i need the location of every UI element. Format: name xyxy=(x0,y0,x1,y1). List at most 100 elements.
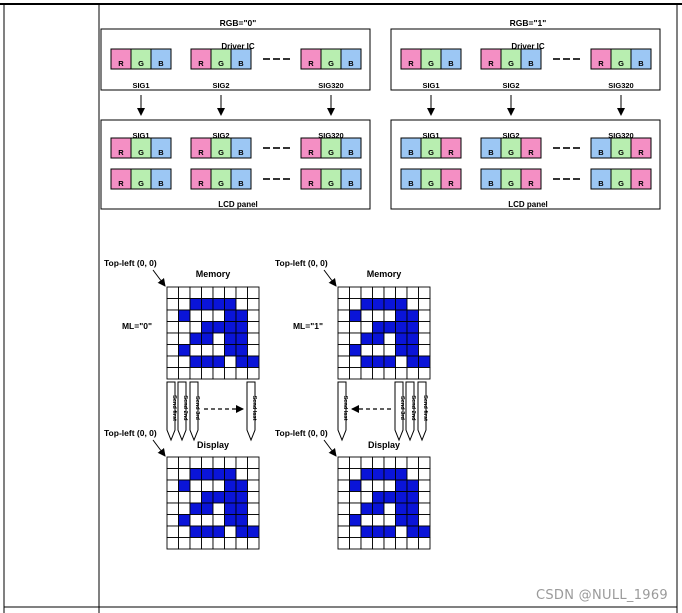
ml-label: ML="1" xyxy=(293,321,323,331)
subpixel-label: B xyxy=(158,148,164,157)
pixel-cell xyxy=(201,355,214,368)
subpixel-label: G xyxy=(508,148,514,157)
pixel-cell xyxy=(178,456,191,469)
pixel-cell xyxy=(406,367,419,380)
subpixel-label: B xyxy=(238,59,244,68)
pixel-cell xyxy=(418,537,431,550)
send-bar: Send first xyxy=(166,381,177,442)
pixel-cell xyxy=(372,286,385,299)
watermark: CSDN @NULL_1969 xyxy=(535,588,668,603)
pixel-cell xyxy=(247,502,260,515)
pixel-cell xyxy=(201,309,214,322)
pixel-cell xyxy=(406,479,419,492)
pixel-cell xyxy=(406,286,419,299)
pixel-cell xyxy=(235,344,248,357)
send-bar-label: Send first xyxy=(171,395,177,421)
subpixel-label: B xyxy=(238,148,244,157)
pixel-cell xyxy=(360,468,373,481)
pixel-cell xyxy=(166,502,179,515)
pixel-cell xyxy=(247,479,260,492)
pixel-cell xyxy=(224,502,237,515)
subpixel-label: B xyxy=(598,148,604,157)
subpixel-label: G xyxy=(428,59,434,68)
pixel-cell xyxy=(383,491,396,504)
sig-label: SIG2 xyxy=(502,81,519,90)
pixel-cell xyxy=(349,286,362,299)
send-bar: Send last xyxy=(337,381,348,442)
sig-label: SIG1 xyxy=(422,81,439,90)
pixel-cell xyxy=(224,332,237,345)
pixel-cell xyxy=(201,479,214,492)
pixel-cell xyxy=(189,456,202,469)
pixel-cell xyxy=(395,537,408,550)
pixel-cell xyxy=(372,514,385,527)
subpixel-label: B xyxy=(598,179,604,188)
memory-title: Memory xyxy=(196,269,231,279)
pixel-cell xyxy=(178,298,191,311)
pixel-cell xyxy=(418,525,431,538)
pixel-cell xyxy=(166,514,179,527)
sig-label: SIG320 xyxy=(608,131,633,140)
pixel-cell xyxy=(383,344,396,357)
pixel-cell xyxy=(201,491,214,504)
pixel-cell xyxy=(247,537,260,550)
subpixel-label: G xyxy=(428,148,434,157)
pixel-cell xyxy=(189,491,202,504)
pixel-cell xyxy=(224,344,237,357)
driver-ic-box xyxy=(100,28,371,91)
pixel-cell xyxy=(372,332,385,345)
corner-arrow xyxy=(323,439,337,457)
pixel-cell xyxy=(201,286,214,299)
subpixel-cell xyxy=(340,48,362,70)
send-bar-label: Send last xyxy=(251,396,257,421)
sig-label: SIG2 xyxy=(502,131,519,140)
pixel-cell xyxy=(360,298,373,311)
pixel-cell xyxy=(212,367,225,380)
display-grid xyxy=(337,456,431,550)
pixel-cell xyxy=(166,479,179,492)
subpixel-label: G xyxy=(328,59,334,68)
pixel-cell xyxy=(235,514,248,527)
pixel-cell xyxy=(235,309,248,322)
pixel-cell xyxy=(212,468,225,481)
corner-arrow xyxy=(323,269,337,287)
pixel-cell xyxy=(201,367,214,380)
subpixel-label: B xyxy=(348,179,354,188)
pixel-cell xyxy=(224,298,237,311)
pixel-cell xyxy=(201,298,214,311)
subpixel-label: B xyxy=(158,179,164,188)
pixel-cell xyxy=(178,479,191,492)
pixel-cell xyxy=(383,525,396,538)
pixel-cell xyxy=(418,456,431,469)
subpixel-cell xyxy=(630,168,652,190)
pixel-cell xyxy=(360,344,373,357)
sig-label: SIG1 xyxy=(422,131,439,140)
subpixel-label: R xyxy=(598,59,604,68)
pixel-cell xyxy=(166,309,179,322)
subpixel-label: R xyxy=(198,148,204,157)
pixel-cell xyxy=(189,537,202,550)
pixel-cell xyxy=(235,298,248,311)
pixel-cell xyxy=(212,479,225,492)
send-bar-label: Send 3rd xyxy=(194,396,200,421)
corner-arrow xyxy=(152,269,166,287)
subpixel-label: R xyxy=(408,59,414,68)
pixel-cell xyxy=(178,309,191,322)
pixel-cell xyxy=(349,355,362,368)
pixel-cell xyxy=(418,355,431,368)
pixel-cell xyxy=(383,367,396,380)
pixel-cell xyxy=(337,344,350,357)
subpixel-label: B xyxy=(348,59,354,68)
pixel-cell xyxy=(212,332,225,345)
pixel-cell xyxy=(212,298,225,311)
pixel-cell xyxy=(247,525,260,538)
memory-corner-label: Top-left (0, 0) xyxy=(104,258,157,268)
pixel-cell xyxy=(372,298,385,311)
pixel-cell xyxy=(349,468,362,481)
pixel-cell xyxy=(372,344,385,357)
subpixel-cell xyxy=(340,168,362,190)
pixel-cell xyxy=(178,367,191,380)
subpixel-cell xyxy=(630,48,652,70)
